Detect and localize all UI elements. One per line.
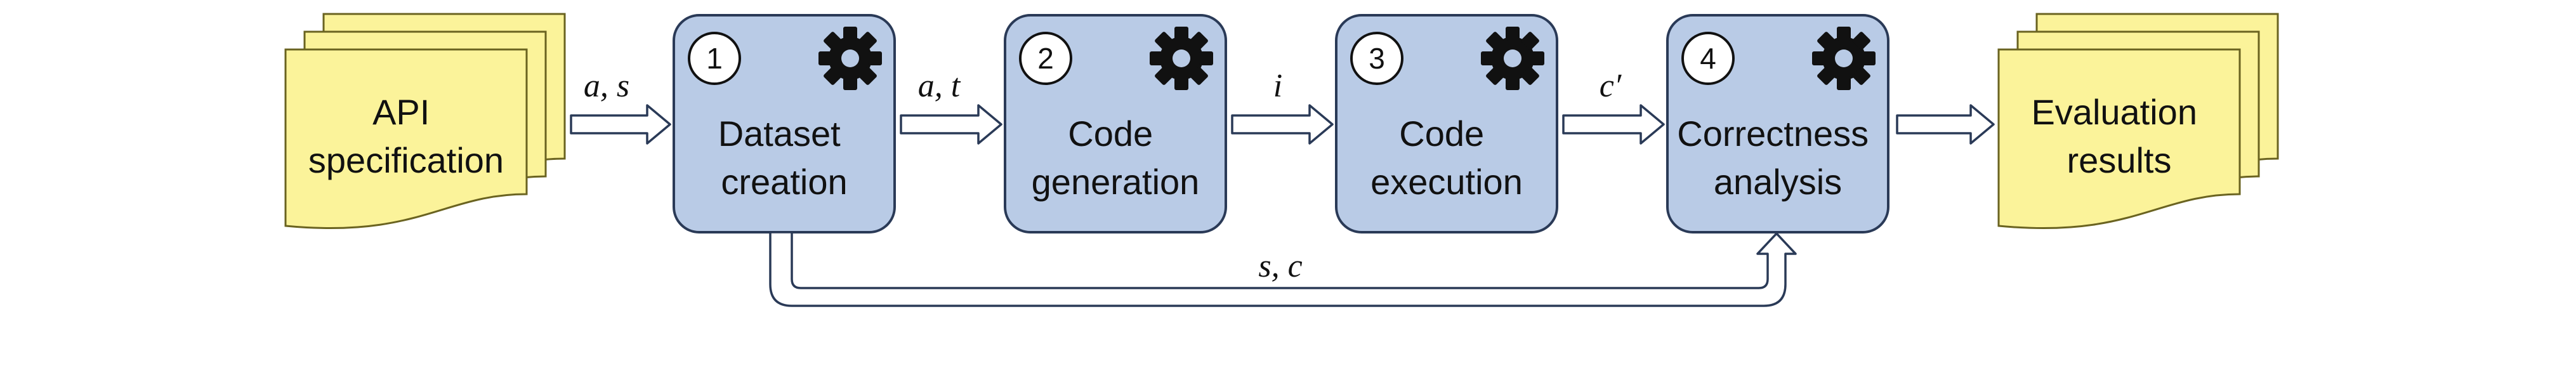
stage-4-line-2: analysis xyxy=(1714,162,1842,202)
input-document-page-front xyxy=(284,48,528,230)
input-document-stack: API specification xyxy=(284,13,566,230)
stage-4-label: Correctness analysis xyxy=(1677,114,1878,202)
gear-icon-hole xyxy=(1173,49,1190,67)
stage-1-number: 1 xyxy=(706,42,723,75)
gear-icon-hole xyxy=(1835,49,1853,67)
stage-3-number: 3 xyxy=(1369,42,1385,75)
stage-dataset-creation: 1 Dataset creation xyxy=(673,14,896,233)
input-document-line-1: API xyxy=(372,92,430,132)
stage-2-number-badge xyxy=(1019,32,1072,85)
stage-code-generation: 2 Code generation xyxy=(1004,14,1227,233)
arrow-generation-to-execution xyxy=(1231,104,1334,145)
edge-label-c-prime: c′ xyxy=(1600,68,1622,104)
output-document-stack: Evaluation results xyxy=(1997,13,2279,230)
arrow-spec-to-dataset xyxy=(570,104,671,145)
stage-code-execution: 3 Code execution xyxy=(1335,14,1558,233)
stage-3-number-badge xyxy=(1350,32,1403,85)
output-document-page-front xyxy=(1997,48,2241,230)
bypass-arrow-dataset-to-analysis xyxy=(769,231,1797,307)
stage-2-line-2: generation xyxy=(1032,162,1200,202)
stage-3-line-2: execution xyxy=(1370,162,1523,202)
arrow-analysis-to-results xyxy=(1896,104,1995,145)
stage-1-label: Dataset creation xyxy=(718,114,851,202)
gear-icon-hole xyxy=(841,49,859,67)
stage-1-line-2: creation xyxy=(721,162,847,202)
stage-3-label: Code execution xyxy=(1370,114,1523,202)
stage-1-number-badge xyxy=(688,32,741,85)
gear-icon-hole xyxy=(1504,49,1521,67)
edge-label-s-c: s, c xyxy=(1258,248,1302,284)
stage-2-number: 2 xyxy=(1037,42,1054,75)
stage-2-line-1: Code xyxy=(1068,114,1153,154)
stage-2-label: Code generation xyxy=(1032,114,1200,202)
stage-4-number: 4 xyxy=(1700,42,1716,75)
stage-correctness-analysis: 4 Correctness analysis xyxy=(1666,14,1889,233)
stage-1-line-1: Dataset xyxy=(718,114,841,154)
edge-label-i: i xyxy=(1273,68,1282,104)
arrow-dataset-to-generation xyxy=(900,104,1002,145)
edge-label-a-s: a, s xyxy=(584,68,629,104)
output-document-label: Evaluation results xyxy=(2031,92,2207,180)
input-document-label: API specification xyxy=(308,92,504,180)
stage-3-line-1: Code xyxy=(1399,114,1484,154)
output-document-line-2: results xyxy=(2067,140,2172,180)
input-document-line-2: specification xyxy=(308,140,504,180)
arrow-execution-to-analysis xyxy=(1562,104,1665,145)
stage-4-line-1: Correctness xyxy=(1677,114,1869,154)
output-document-line-1: Evaluation xyxy=(2031,92,2197,132)
edge-label-a-t: a, t xyxy=(918,68,961,104)
stage-4-number-badge xyxy=(1681,32,1735,85)
